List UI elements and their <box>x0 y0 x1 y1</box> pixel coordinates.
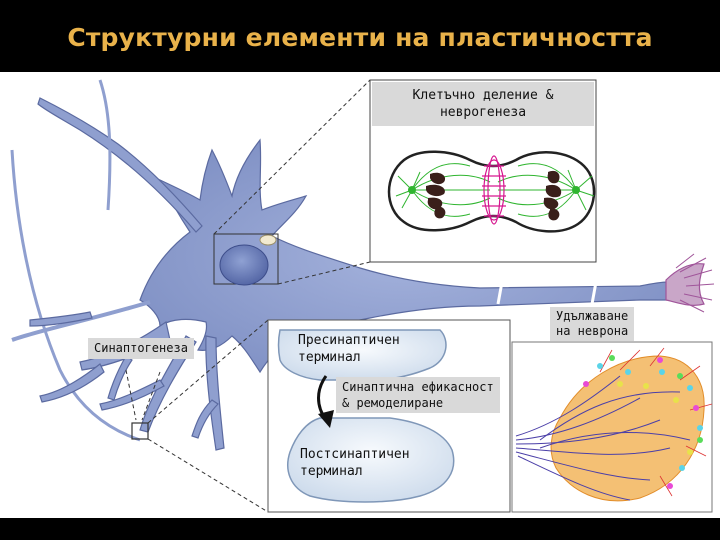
neuron-dendrite <box>205 335 225 451</box>
centrosome <box>408 186 416 194</box>
neuron-dendrite <box>11 300 151 342</box>
remodeling-arrowhead <box>318 410 334 428</box>
dividing-cell <box>387 150 596 233</box>
neuron-dendrite <box>99 379 165 411</box>
organelle <box>259 234 277 246</box>
slide-title: Структурни елементи на пластичността <box>0 0 720 72</box>
postsynaptic-terminal <box>287 417 455 503</box>
label-presynaptic: Пресинаптичен терминал <box>298 333 400 365</box>
neuron-soma <box>139 138 669 374</box>
label-synaptic-efficacy: Синаптична ефикасност & ремоделиране <box>336 377 500 413</box>
label-cell-division: Клетъчно деление & неврогенеза <box>412 88 554 120</box>
label-postsynaptic: Постсинаптичен терминал <box>300 447 410 479</box>
neuron <box>10 79 705 451</box>
label-neuron-extension: Удължаване на неврона <box>550 307 635 341</box>
neuron-dendrite <box>98 79 112 211</box>
centrosome <box>572 186 580 194</box>
growth-cone-filopodia <box>675 253 715 313</box>
callout-lines <box>125 79 371 513</box>
neuron-dendrite <box>39 363 105 403</box>
synapse-panel <box>267 319 511 513</box>
nucleus <box>219 244 269 286</box>
bottom-bar <box>0 518 720 540</box>
growth-cone <box>665 263 705 306</box>
neuron-plasticity-diagram <box>10 79 715 513</box>
chromosomes <box>426 170 562 221</box>
spindle-midzone <box>482 155 506 225</box>
neuron-extension-panel <box>511 341 713 513</box>
synapse-box <box>131 422 149 440</box>
neuron-dendrite <box>29 311 93 327</box>
microtubules <box>515 375 691 501</box>
label-synaptogenesis: Синаптогенеза <box>88 338 194 359</box>
diagram-canvas <box>0 72 720 518</box>
axon-break-marks <box>496 281 598 305</box>
neuron-dendrite <box>37 97 203 233</box>
cell-division-panel <box>369 79 597 263</box>
neuron-dendrite <box>191 399 219 439</box>
receptor-markers <box>583 355 703 489</box>
neuron-dendrite <box>10 149 141 442</box>
